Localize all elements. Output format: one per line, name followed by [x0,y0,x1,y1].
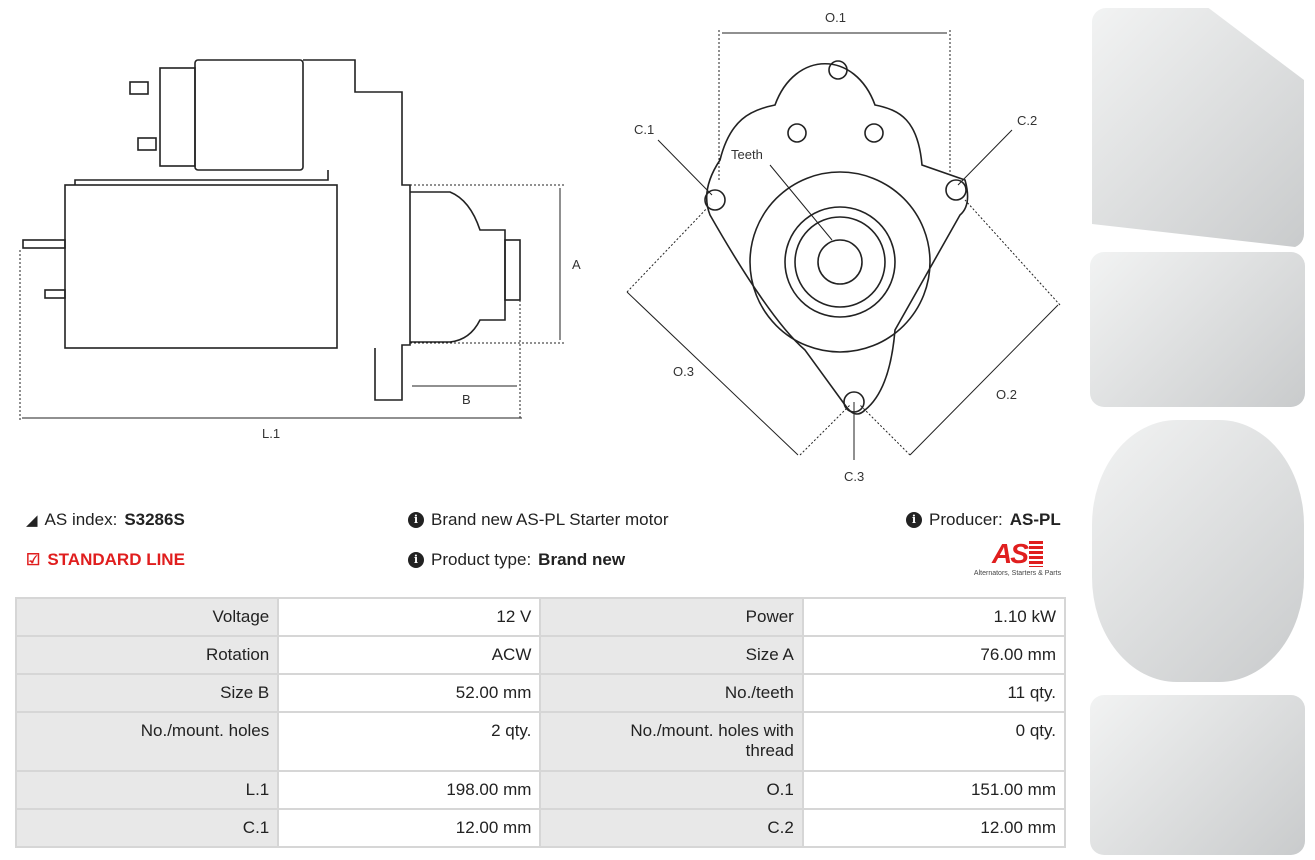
dim-label-a: A [572,257,581,272]
front-view-diagram: O.1 C.1 C.2 Teeth O.3 O.2 C.3 [626,10,1061,484]
description: i Brand new AS-PL Starter motor [408,510,668,530]
spec-key: Rotation [14,635,280,675]
product-type-value: Brand new [538,550,626,569]
spec-key: C.2 [539,808,804,848]
spec-value: 2 qty. [277,711,542,772]
dim-label-teeth: Teeth [731,147,763,162]
spec-value: 12 V [277,597,542,637]
tags-icon: ◢ [26,512,38,529]
spec-key: Size B [14,673,280,713]
dim-label-c1: C.1 [634,122,654,137]
spec-value: ACW [277,635,542,675]
spec-key: Power [539,597,804,637]
as-index-label: AS index: [44,510,118,529]
dim-label-l1: L.1 [262,426,280,441]
dim-label-o1: O.1 [825,10,846,25]
product-type: i Product type: Brand new [408,550,625,570]
spec-value: 0 qty. [801,711,1067,772]
as-pl-logo: AS Alternators, Starters & Parts [965,538,1070,577]
logo-stripes [1028,541,1043,567]
spec-value: 12.00 mm [277,808,542,848]
spec-key: C.1 [14,808,280,848]
spec-value: 12.00 mm [801,808,1067,848]
producer-value: AS-PL [1009,510,1061,529]
info-icon: i [408,552,424,568]
standard-line-label: STANDARD LINE [47,550,185,569]
spec-value: 11 qty. [801,673,1067,713]
spec-value: 1.10 kW [801,597,1067,637]
checkbox-icon: ☑ [26,552,41,569]
spec-key: L.1 [14,770,280,810]
dim-label-o2: O.2 [996,387,1017,402]
product-photo-rear[interactable] [1092,420,1304,682]
spec-key: Voltage [14,597,280,637]
dim-label-b: B [462,392,471,407]
spec-value: 198.00 mm [277,770,542,810]
dim-label-c3: C.3 [844,469,864,484]
standard-line-badge: ☑ STANDARD LINE [26,550,185,570]
as-index-value: S3286S [124,510,185,529]
spec-value: 151.00 mm [801,770,1067,810]
spec-key: Size A [539,635,804,675]
spec-key: O.1 [539,770,804,810]
spec-value: 52.00 mm [277,673,542,713]
dim-label-c2: C.2 [1017,113,1037,128]
side-view-diagram: A B L.1 [19,59,581,441]
spec-value: 76.00 mm [801,635,1067,675]
description-text: Brand new AS-PL Starter motor [431,510,669,529]
info-icon: i [906,512,922,528]
info-icon: i [408,512,424,528]
dim-label-o3: O.3 [673,364,694,379]
spec-key: No./mount. holes [14,711,280,772]
producer: i Producer: AS-PL [906,510,1061,530]
logo-text: AS [992,538,1029,569]
spec-key: No./mount. holes with thread [539,711,804,772]
spec-key: No./teeth [539,673,804,713]
as-index: ◢ AS index: S3286S [26,510,185,530]
product-photo-front[interactable] [1092,8,1304,248]
product-type-label: Product type: [431,550,532,569]
product-photo-side-label[interactable] [1090,695,1305,855]
producer-label: Producer: [929,510,1003,529]
product-photo-side[interactable] [1090,252,1305,407]
logo-tagline: Alternators, Starters & Parts [973,570,1062,577]
